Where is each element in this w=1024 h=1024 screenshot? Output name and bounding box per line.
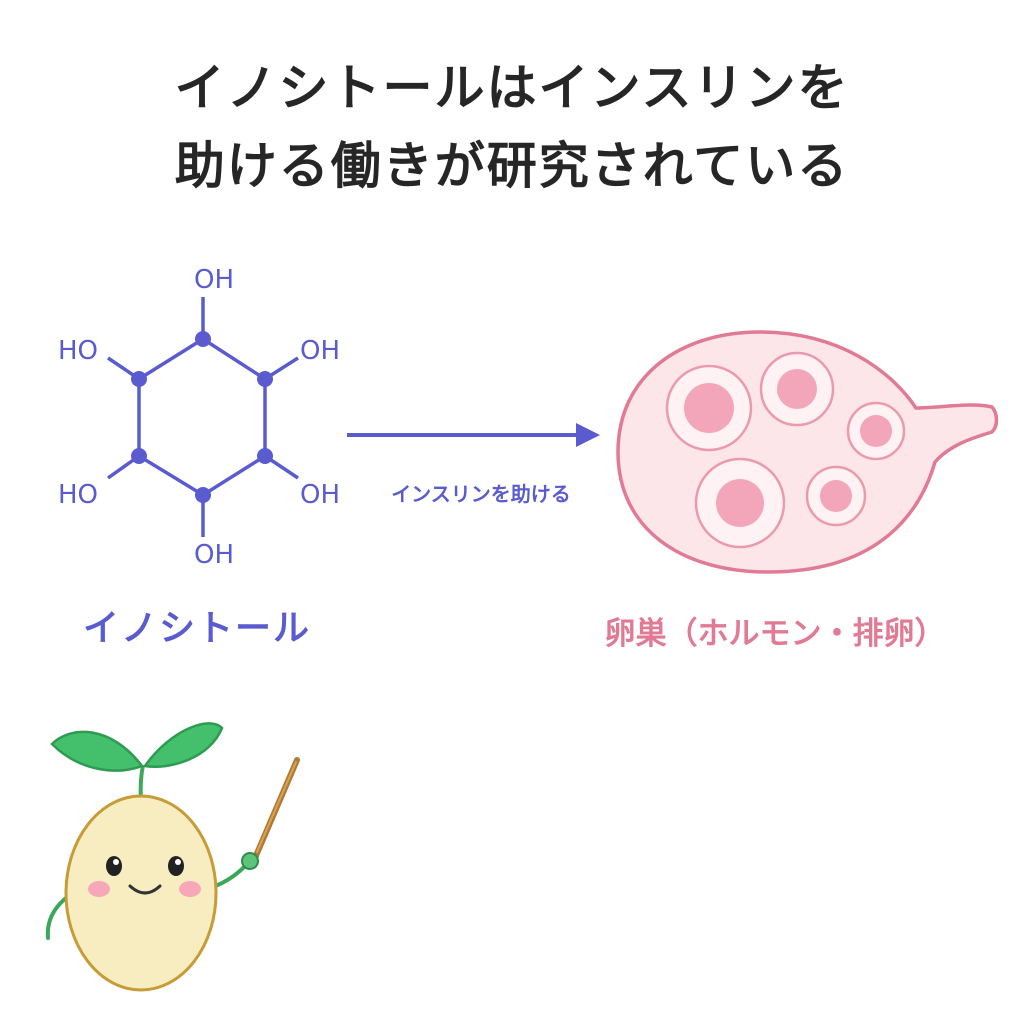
- mascot-left-cheek: [88, 881, 110, 897]
- mascot-right-hand: [241, 852, 259, 870]
- mascot-left-eye: [106, 856, 122, 876]
- carbon-atom: [257, 371, 273, 387]
- carbon-atom: [131, 448, 147, 464]
- inositol-molecule: OH OH OH OH HO HO イノシトール: [58, 265, 340, 649]
- hydroxyl-label-top: OH: [194, 265, 234, 295]
- arrow-label: インスリンを助ける: [391, 482, 571, 506]
- hydroxyl-label-upper-right: OH: [300, 336, 340, 366]
- molecule-caption: イノシトール: [83, 608, 311, 649]
- arrow: インスリンを助ける: [347, 423, 600, 506]
- follicle: [759, 351, 835, 427]
- mascot-smile: [128, 884, 162, 895]
- mascot-right-eye: [168, 856, 184, 876]
- ovary-illustration: 卵巣（ホルモン・排卵）: [605, 330, 999, 652]
- eye-highlight: [175, 859, 181, 865]
- hydroxyl-label-bottom: OH: [194, 540, 234, 570]
- carbon-atom: [195, 331, 211, 347]
- left-leaf-icon: [50, 730, 145, 772]
- cyclohexane-ring: [137, 336, 267, 498]
- right-leaf-icon: [142, 722, 224, 768]
- carbon-atom: [257, 448, 273, 464]
- page-title-line-1: イノシトールはインスリンを: [174, 59, 850, 117]
- pointer-stick-highlight: [256, 761, 297, 853]
- follicle: [805, 465, 867, 527]
- follicle: [694, 457, 786, 549]
- mascot-right-cheek: [179, 881, 201, 897]
- hydroxyl-label-lower-left: HO: [58, 480, 98, 510]
- follicle: [665, 364, 753, 452]
- follicle: [846, 401, 906, 461]
- eye-highlight: [113, 859, 119, 865]
- page-title-line-2: 助ける働きが研究されている: [174, 137, 850, 195]
- hydroxyl-label-upper-left: HO: [58, 336, 98, 366]
- hydroxyl-label-lower-right: OH: [300, 480, 340, 510]
- carbon-atom: [195, 487, 211, 503]
- sprout-mascot-icon: [45, 722, 300, 992]
- ovary-caption: 卵巣（ホルモン・排卵）: [605, 616, 946, 652]
- carbon-atom: [131, 371, 147, 387]
- arrow-head-icon: [576, 423, 600, 447]
